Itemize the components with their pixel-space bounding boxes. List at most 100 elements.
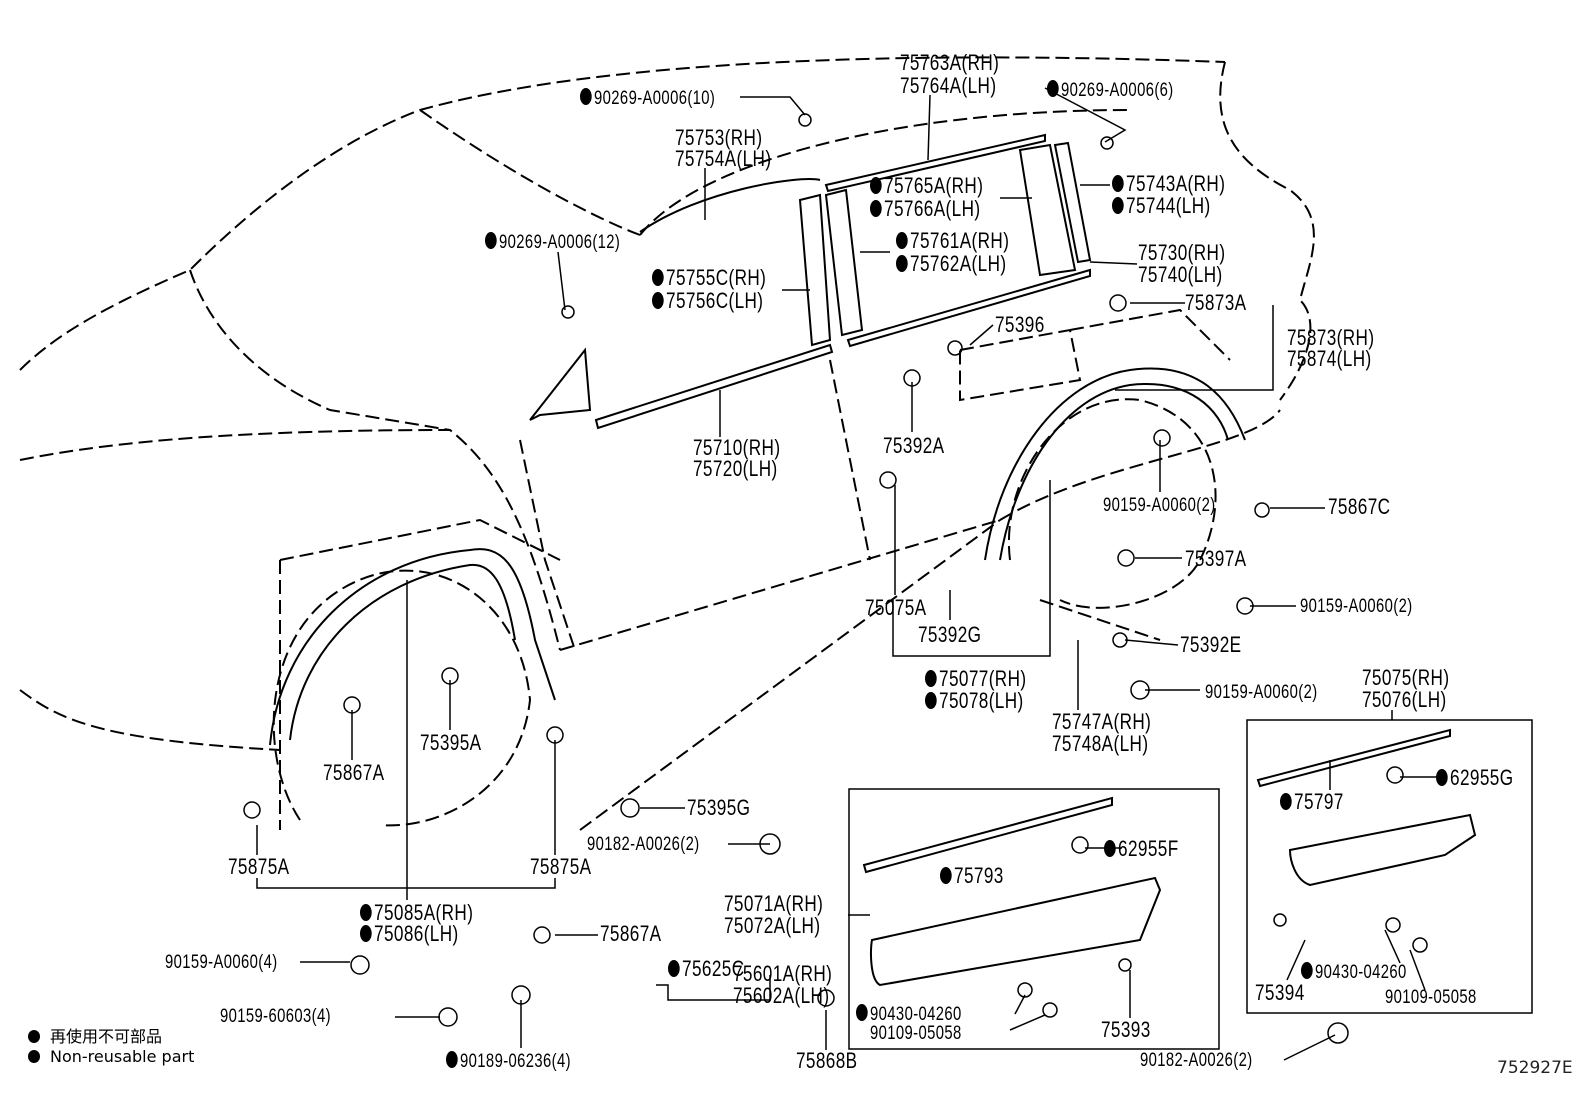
rocker-moulding-detail-box-right (1246, 719, 1533, 1014)
non-reusable-dot-icon (446, 1051, 458, 1068)
part-number: 90430-04260 (1315, 962, 1407, 983)
non-reusable-dot-icon (1112, 197, 1124, 214)
part-label: 75393 (1101, 1017, 1151, 1042)
non-reusable-dot-icon (896, 232, 908, 249)
part-label: 75747A(RH) (1052, 709, 1152, 734)
part-label: 75601A(RH) (733, 961, 833, 986)
non-reusable-dot-icon (925, 692, 937, 709)
part-label: 75755C(RH) (652, 267, 766, 289)
non-reusable-dot-icon (1047, 80, 1059, 97)
part-label: 75602A(LH) (733, 983, 830, 1008)
part-label: 75396 (995, 312, 1045, 337)
part-label: 75395G (687, 795, 751, 820)
part-label: 90109-05058 (1385, 987, 1477, 1008)
part-label: 90159-A0060(2) (1103, 495, 1216, 516)
part-number: 90189-06236(4) (460, 1051, 571, 1072)
part-label: 75625C (668, 958, 745, 980)
part-label: 75076(LH) (1362, 687, 1447, 712)
non-reusable-dot-icon (870, 200, 882, 217)
part-label: 75744(LH) (1112, 195, 1211, 217)
non-reusable-dot-icon (1280, 793, 1292, 810)
part-number: 75078(LH) (939, 688, 1024, 713)
non-reusable-dot-icon (360, 904, 372, 921)
part-label: 90182-A0026(2) (587, 834, 700, 855)
part-label: 75763A(RH) (900, 50, 1000, 75)
part-label: 75078(LH) (925, 690, 1024, 712)
non-reusable-dot-icon (925, 670, 937, 687)
part-label: 75765A(RH) (870, 175, 983, 197)
part-label: 75071A(RH) (724, 891, 824, 916)
part-number: 75761A(RH) (910, 228, 1010, 253)
non-reusable-dot-icon (1301, 962, 1313, 979)
part-number: 75755C(RH) (666, 265, 767, 290)
non-reusable-dot-icon (896, 255, 908, 272)
non-reusable-dot-icon (668, 960, 680, 977)
part-number: 75085A(RH) (374, 900, 474, 925)
part-label: 75756C(LH) (652, 290, 763, 312)
part-number: 75793 (954, 863, 1004, 888)
part-label: 75710(RH) (693, 435, 781, 460)
moulding-parts (269, 133, 1477, 987)
part-label: 75797 (1280, 791, 1344, 813)
part-label: 75392A (883, 433, 945, 458)
part-number: 75756C(LH) (666, 288, 764, 313)
part-label: 90269-A0006(6) (1047, 80, 1174, 100)
legend-japanese: 再使用不可部品 (28, 1023, 162, 1047)
part-label: 75077(RH) (925, 668, 1026, 690)
part-label: 90189-06236(4) (446, 1051, 571, 1071)
part-label: 90159-A0060(2) (1300, 596, 1413, 617)
non-reusable-dot-icon (28, 1030, 40, 1043)
part-label: 75086(LH) (360, 923, 459, 945)
part-label: 75730(RH) (1138, 240, 1226, 265)
part-label: 75766A(LH) (870, 198, 980, 220)
part-label: 75754A(LH) (675, 146, 772, 171)
part-label: 90182-A0026(2) (1140, 1050, 1253, 1071)
body-outline (19, 56, 1315, 831)
part-label: 75753(RH) (675, 125, 763, 150)
part-number: 90269-A0006(12) (499, 232, 621, 253)
part-label: 75075(RH) (1362, 665, 1450, 690)
legend-text: 再使用不可部品 (50, 1027, 163, 1046)
part-number: 62955G (1450, 765, 1514, 790)
non-reusable-dot-icon (856, 1004, 868, 1021)
part-label: 90269-A0006(10) (580, 88, 715, 108)
part-label: 75397A (1185, 546, 1247, 571)
part-label: 90159-A0060(4) (165, 952, 278, 973)
part-label: 75764A(LH) (900, 73, 997, 98)
part-number: 75086(LH) (374, 921, 459, 946)
part-label: 75085A(RH) (360, 902, 473, 924)
part-label: 90430-04260 (1301, 962, 1407, 982)
part-number: 90269-A0006(10) (594, 88, 716, 109)
non-reusable-dot-icon (1436, 769, 1448, 786)
part-label: 75748A(LH) (1052, 731, 1149, 756)
part-label: 75867A (600, 921, 662, 946)
non-reusable-dot-icon (652, 269, 664, 286)
part-label: 75761A(RH) (896, 230, 1009, 252)
part-number: 75762A(LH) (910, 251, 1007, 276)
part-label: 75867A (323, 760, 385, 785)
fastener-icons (243, 113, 1428, 1044)
part-label: 75868B (796, 1048, 858, 1073)
part-label: 75392G (918, 622, 982, 647)
part-label: 75874(LH) (1287, 346, 1372, 371)
part-number: 90430-04260 (870, 1004, 962, 1025)
part-label: 90109-05058 (870, 1023, 962, 1044)
part-label: 62955G (1436, 767, 1513, 789)
part-label: 75072A(LH) (724, 913, 821, 938)
part-label: 90159-A0060(2) (1205, 682, 1318, 703)
part-label: 75395A (420, 730, 482, 755)
part-label: 90430-04260 (856, 1004, 962, 1024)
part-label: 75867C (1328, 494, 1391, 519)
legend-english: Non-reusable part (28, 1047, 194, 1066)
part-label: 75740(LH) (1138, 262, 1223, 287)
part-label: 62955F (1104, 838, 1179, 860)
part-label: 75875A (530, 854, 592, 879)
part-number: 75797 (1294, 789, 1344, 814)
part-label: 75720(LH) (693, 456, 778, 481)
non-reusable-dot-icon (360, 925, 372, 942)
diagram-id: 752927E (1497, 1058, 1573, 1078)
legend-text: Non-reusable part (50, 1047, 195, 1066)
non-reusable-dot-icon (580, 88, 592, 105)
